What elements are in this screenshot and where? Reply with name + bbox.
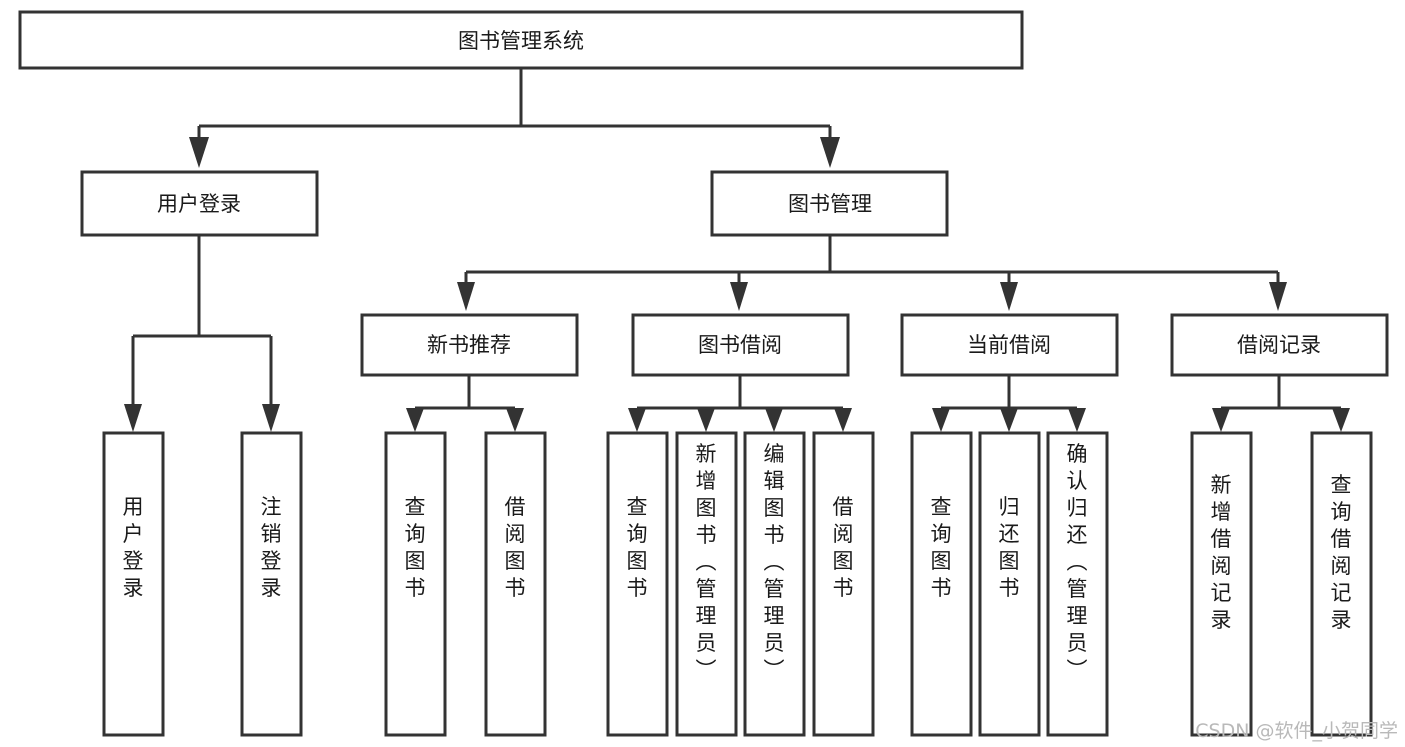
node-leaf-query-book-3-label: 查询图书 xyxy=(931,495,952,600)
node-leaf-query-book-1-label: 查询图书 xyxy=(405,495,426,600)
node-book-borrow[interactable]: 图书借阅 xyxy=(631,313,850,377)
node-leaf-borrow-book-2-label: 借阅图书 xyxy=(833,495,854,600)
node-leaf-edit-book[interactable]: 编辑图书︵管理员︶ xyxy=(743,431,806,737)
node-leaf-query-book-2[interactable]: 查询图书 xyxy=(606,431,669,737)
node-leaf-user-login[interactable]: 用户登录 xyxy=(102,431,165,737)
node-leaf-borrow-book-1-label: 借阅图书 xyxy=(505,495,526,600)
node-leaf-borrow-book-1-box[interactable] xyxy=(484,431,547,737)
node-leaf-query-book-2-label: 查询图书 xyxy=(627,495,648,600)
node-new-book-recommend-box[interactable] xyxy=(360,313,579,377)
node-user-login-label: 用户登录 xyxy=(157,192,241,216)
node-current-borrow[interactable]: 当前借阅 xyxy=(900,313,1119,377)
node-user-login-box[interactable] xyxy=(80,170,319,237)
node-leaf-add-book-box[interactable] xyxy=(675,431,738,737)
connector-borrowrecord-to-leaves xyxy=(1212,375,1350,432)
node-leaf-edit-book-box[interactable] xyxy=(743,431,806,737)
arrow-head-leaf-borrow-book-1 xyxy=(506,408,524,432)
node-leaf-logout-login-box[interactable] xyxy=(240,431,303,737)
arrow-head-borrow-record xyxy=(1269,282,1287,311)
node-leaf-return-book-box[interactable] xyxy=(978,431,1041,737)
node-leaf-borrow-book-1[interactable]: 借阅图书 xyxy=(484,431,547,737)
arrow-head-leaf-return-book xyxy=(1000,408,1018,432)
node-leaf-return-book-label: 归还图书 xyxy=(999,495,1020,600)
arrow-head-leaf-borrow-book-2 xyxy=(834,408,852,432)
node-user-login[interactable]: 用户登录 xyxy=(80,170,319,237)
node-new-book-recommend[interactable]: 新书推荐 xyxy=(360,313,579,377)
arrow-head-leaf-logout xyxy=(262,404,280,432)
node-leaf-add-record[interactable]: 新增借阅记录 xyxy=(1190,431,1253,737)
node-root-label: 图书管理系统 xyxy=(458,29,584,53)
connector-root-to-level2 xyxy=(189,68,840,168)
node-leaf-add-record-label: 新增借阅记录 xyxy=(1211,473,1232,632)
arrow-head-user-login xyxy=(189,137,209,168)
node-leaf-return-book[interactable]: 归还图书 xyxy=(978,431,1041,737)
node-leaf-edit-book-label: 编辑图书︵管理员︶ xyxy=(764,442,785,682)
arrow-head-leaf-query-record xyxy=(1332,408,1350,432)
node-book-manage[interactable]: 图书管理 xyxy=(710,170,949,237)
connector-bookmanage-to-level3 xyxy=(457,233,1287,311)
arrow-head-leaf-edit-book xyxy=(765,408,783,432)
connector-newbook-to-leaves xyxy=(406,375,524,432)
arrow-head-leaf-query-book-1 xyxy=(406,408,424,432)
node-root[interactable]: 图书管理系统 xyxy=(18,10,1024,70)
node-root-box[interactable] xyxy=(18,10,1024,70)
node-leaf-confirm-return[interactable]: 确认归还︵管理员︶ xyxy=(1046,431,1109,737)
node-leaf-query-book-1[interactable]: 查询图书 xyxy=(384,431,447,737)
arrow-head-current-borrow xyxy=(1000,282,1018,311)
arrow-head-book-borrow xyxy=(730,282,748,311)
node-current-borrow-label: 当前借阅 xyxy=(967,333,1051,357)
node-leaf-query-record-label: 查询借阅记录 xyxy=(1331,473,1352,632)
node-current-borrow-box[interactable] xyxy=(900,313,1119,377)
arrow-head-new-book xyxy=(457,282,475,311)
connector-userlogin-to-leaves xyxy=(124,235,280,432)
node-borrow-record[interactable]: 借阅记录 xyxy=(1170,313,1389,377)
node-new-book-recommend-label: 新书推荐 xyxy=(427,333,511,357)
node-leaf-user-login-label: 用户登录 xyxy=(123,495,144,600)
connector-bookborrow-to-leaves xyxy=(628,375,852,432)
node-borrow-record-box[interactable] xyxy=(1170,313,1389,377)
node-book-manage-label: 图书管理 xyxy=(788,192,872,216)
csdn-watermark: CSDN @软件_小贺同学 xyxy=(1195,720,1398,742)
node-leaf-query-book-3[interactable]: 查询图书 xyxy=(910,431,973,737)
node-book-manage-box[interactable] xyxy=(710,170,949,237)
node-leaf-logout-login[interactable]: 注销登录 xyxy=(240,431,303,737)
arrow-head-leaf-user-login xyxy=(124,404,142,432)
arrow-head-leaf-query-book-3 xyxy=(932,408,950,432)
arrow-head-leaf-confirm-return xyxy=(1068,408,1086,432)
node-leaf-add-book-label: 新增图书︵管理员︶ xyxy=(696,442,717,682)
node-leaf-borrow-book-2-box[interactable] xyxy=(812,431,875,737)
node-leaf-query-record[interactable]: 查询借阅记录 xyxy=(1310,431,1373,737)
node-leaf-add-book[interactable]: 新增图书︵管理员︶ xyxy=(675,431,738,737)
node-book-borrow-label: 图书借阅 xyxy=(698,333,782,357)
node-leaf-confirm-return-label: 确认归还︵管理员︶ xyxy=(1067,442,1088,682)
arrow-head-leaf-add-record xyxy=(1212,408,1230,432)
node-leaf-logout-login-label: 注销登录 xyxy=(261,495,282,600)
node-leaf-query-book-3-box[interactable] xyxy=(910,431,973,737)
node-leaf-borrow-book-2[interactable]: 借阅图书 xyxy=(812,431,875,737)
connector-currentborrow-to-leaves xyxy=(932,375,1086,432)
arrow-head-book-manage xyxy=(820,137,840,168)
node-book-borrow-box[interactable] xyxy=(631,313,850,377)
node-leaf-add-record-box[interactable] xyxy=(1190,431,1253,737)
node-leaf-confirm-return-box[interactable] xyxy=(1046,431,1109,737)
node-leaf-query-book-1-box[interactable] xyxy=(384,431,447,737)
arrow-head-leaf-query-book-2 xyxy=(628,408,646,432)
node-borrow-record-label: 借阅记录 xyxy=(1237,333,1321,357)
node-leaf-query-record-box[interactable] xyxy=(1310,431,1373,737)
node-leaf-user-login-box[interactable] xyxy=(102,431,165,737)
node-leaf-query-book-2-box[interactable] xyxy=(606,431,669,737)
arrow-head-leaf-add-book xyxy=(697,408,715,432)
